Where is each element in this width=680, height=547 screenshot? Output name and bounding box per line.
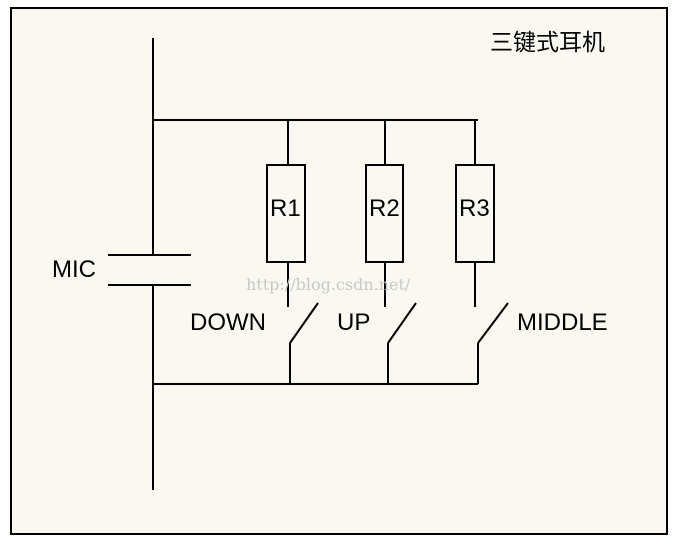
switch-middle-contact bbox=[477, 302, 509, 344]
switch-down-contact bbox=[289, 302, 319, 344]
switch-middle-label: MIDDLE bbox=[517, 309, 608, 336]
switch-down-label: DOWN bbox=[190, 309, 266, 336]
diagram-frame bbox=[10, 7, 668, 535]
resistor-r1 bbox=[266, 164, 306, 263]
resistor-r1-label: R1 bbox=[270, 195, 301, 222]
mic-label: MIC bbox=[52, 256, 96, 283]
switch-up-label: UP bbox=[337, 309, 370, 336]
watermark-text: http://blog.csdn.net/ bbox=[246, 275, 411, 294]
resistor-r3-label: R3 bbox=[459, 195, 490, 222]
resistor-r2-label: R2 bbox=[369, 195, 400, 222]
diagram-title: 三键式耳机 bbox=[490, 30, 605, 56]
switch-up-contact bbox=[387, 302, 417, 344]
